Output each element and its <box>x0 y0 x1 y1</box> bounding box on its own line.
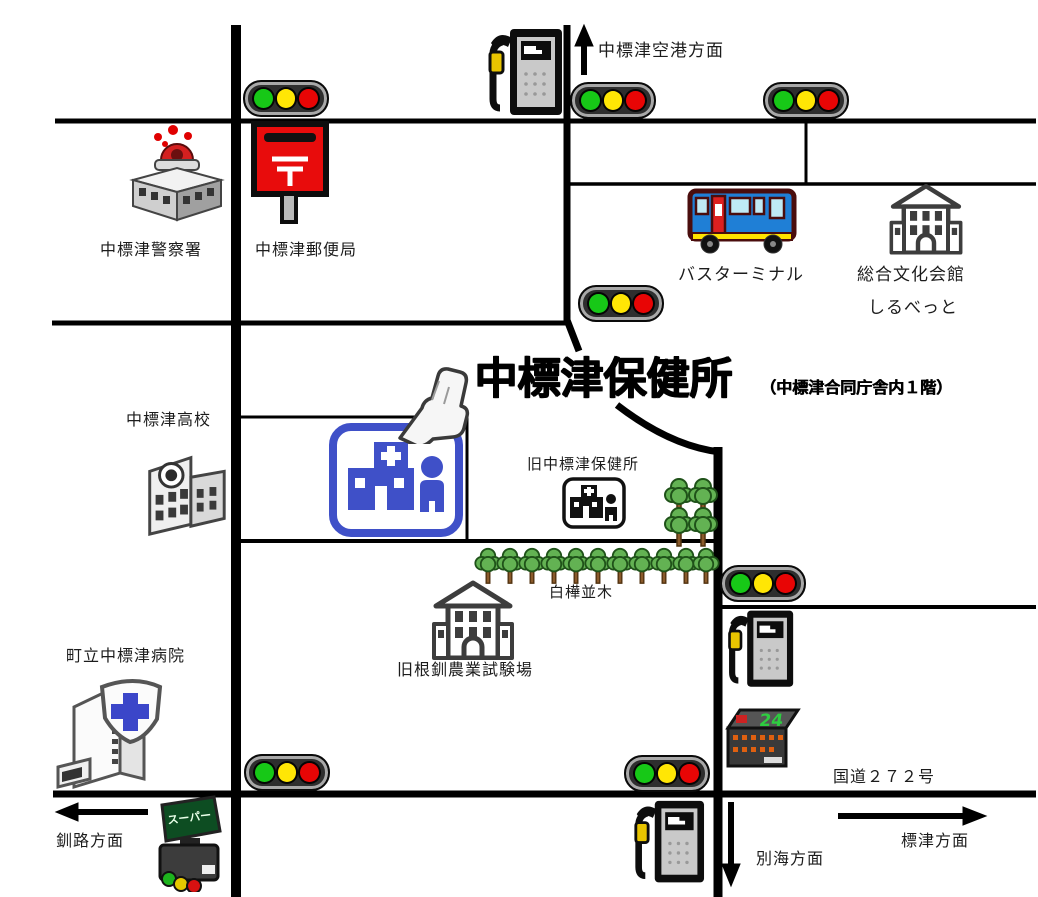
traffic-light-icon <box>578 285 664 322</box>
gas-station-icon <box>626 798 711 888</box>
page-title: 中標津保健所 <box>474 354 732 404</box>
high-school-icon <box>148 455 226 536</box>
conv-sign-text: 24 <box>758 711 785 731</box>
label-culture-hall-name: しるべっと <box>868 298 958 318</box>
label-shibetsu-direction: 標津方面 <box>901 831 970 850</box>
traffic-light-icon <box>720 565 806 602</box>
label-route-272: 国道２７２号 <box>833 767 936 786</box>
label-culture-hall: 総合文化会館 <box>857 265 965 285</box>
label-bus-terminal: バスターミナル <box>678 265 804 285</box>
pointing-hand-icon <box>398 367 470 444</box>
traffic-light-icon <box>243 80 329 117</box>
supermarket-icon: スーパー <box>158 795 222 892</box>
traffic-light-icon <box>763 82 849 119</box>
traffic-light-icon <box>244 754 330 791</box>
label-hospital: 町立中標津病院 <box>66 646 186 665</box>
label-post-office: 中標津郵便局 <box>255 240 358 259</box>
label-kushiro-direction: 釧路方面 <box>56 831 125 850</box>
birch-tree-row <box>474 547 720 585</box>
health-center-icon <box>329 423 463 537</box>
down-arrow-icon <box>721 802 741 888</box>
label-high-school: 中標津高校 <box>126 410 212 429</box>
agri-station-icon <box>428 580 518 660</box>
left-arrow-icon <box>54 802 148 822</box>
label-police-station: 中標津警察署 <box>100 240 203 259</box>
culture-hall-icon <box>886 182 966 256</box>
label-birch-trees: 白樺並木 <box>549 583 614 601</box>
police-station-icon <box>129 125 225 222</box>
postal-mark-icon <box>272 156 308 186</box>
gas-station-icon <box>720 608 800 692</box>
postbox-icon <box>251 121 329 224</box>
traffic-light-icon <box>624 755 710 792</box>
traffic-light-icon <box>570 82 656 119</box>
label-old-health-center: 旧中標津保健所 <box>527 455 640 473</box>
page-title-annex: （中標津合同庁舎内１階） <box>760 378 953 397</box>
gas-station-icon <box>482 26 567 121</box>
label-betsukai-direction: 別海方面 <box>756 849 825 868</box>
hospital-cross-icon <box>111 693 149 731</box>
right-arrow-icon <box>838 806 988 826</box>
label-agri-station: 旧根釧農業試験場 <box>397 660 534 679</box>
label-airport-direction: 中標津空港方面 <box>598 41 724 61</box>
bus-icon <box>687 188 797 254</box>
road-lines <box>52 25 1036 897</box>
up-arrow-icon <box>574 23 594 75</box>
tree-cluster <box>664 478 718 547</box>
convenience-store-icon: 24 <box>725 708 801 768</box>
super-sign-text: スーパー <box>167 809 212 827</box>
hospital-icon <box>56 679 163 790</box>
old-health-center-icon <box>562 477 626 529</box>
